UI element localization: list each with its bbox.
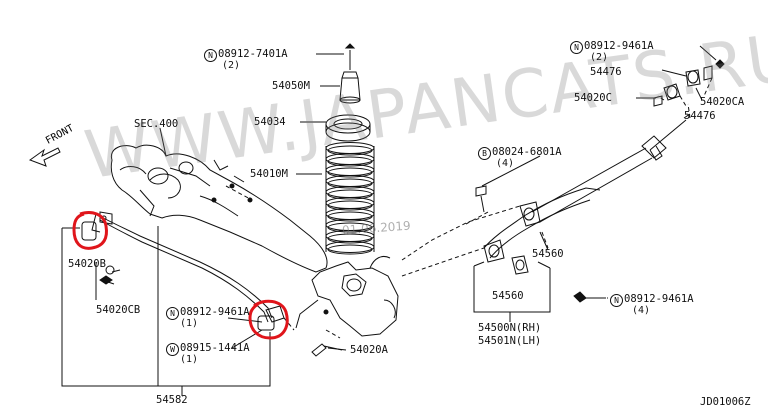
shock-absorber <box>531 113 691 223</box>
part-n-right-bottom-qty: (4) <box>632 305 651 316</box>
part-54476-a: 54476 <box>590 66 622 78</box>
spring-outline <box>325 146 375 252</box>
bolt-08024 <box>475 185 487 213</box>
part-n-mid-qty: (1) <box>180 318 199 329</box>
bracket-54500n <box>473 261 551 322</box>
spring-coil-inner <box>327 156 373 167</box>
part-54020b: 54020B <box>68 258 106 270</box>
bracket-54582 <box>61 226 271 396</box>
washer-symbol-icon: W <box>166 343 179 356</box>
part-54501n: 54501N(LH) <box>478 335 542 347</box>
sec-label: SEC.400 <box>134 118 179 130</box>
bolt-symbol-icon: B <box>478 147 491 160</box>
spring-coil-inner <box>327 200 373 211</box>
bump-stop <box>339 43 361 104</box>
part-54560-a: 54560 <box>532 248 564 260</box>
spring-coil-inner <box>327 222 373 233</box>
part-b-bolt-qty: (4) <box>496 158 515 169</box>
rear-knuckle <box>295 255 399 337</box>
part-54020ca: 54020CA <box>700 96 745 108</box>
nut-symbol-icon: N <box>570 41 583 54</box>
spring-coil-inner <box>327 145 373 156</box>
coil-spring <box>325 142 375 255</box>
spring-seat <box>325 114 371 142</box>
part-54020a: 54020A <box>350 344 388 356</box>
spring-coil-inner <box>327 211 373 222</box>
part-54582: 54582 <box>156 394 188 406</box>
differential-housing <box>110 144 328 273</box>
sec-leader <box>159 127 167 157</box>
front-arrow-icon <box>28 147 61 167</box>
part-54020cb: 54020CB <box>96 304 141 316</box>
highlight-marks <box>72 211 289 340</box>
spring-coil-inner <box>327 178 373 189</box>
part-54034: 54034 <box>254 116 286 128</box>
nut-symbol-icon: N <box>166 307 179 320</box>
part-n-top-qty: (2) <box>222 60 241 71</box>
nut-symbol-icon: N <box>610 294 623 307</box>
part-54476-b: 54476 <box>684 110 716 122</box>
dashed-guides <box>225 77 713 339</box>
diagram-code: JD01006Z <box>700 396 751 408</box>
part-54560-b: 54560 <box>492 290 524 302</box>
highlight-left-bushing <box>72 211 108 250</box>
spring-coil-inner <box>327 233 373 244</box>
spring-coil-inner <box>327 167 373 178</box>
trailing-arm <box>483 187 601 275</box>
spring-coil-inner <box>327 189 373 200</box>
bushing-left <box>81 211 113 241</box>
part-54010m: 54010M <box>250 168 288 180</box>
part-54500n: 54500N(RH) <box>478 322 542 334</box>
bolt-54020a <box>311 343 343 357</box>
part-54050m: 54050M <box>272 80 310 92</box>
spring-coil-inner <box>327 244 373 255</box>
highlight-right-bushing <box>248 299 289 340</box>
nut-right-bottom <box>573 291 587 303</box>
part-n-right-top-qty: (2) <box>590 52 609 63</box>
part-54020c: 54020C <box>574 92 612 104</box>
part-w-mid-qty: (1) <box>180 354 199 365</box>
nut-symbol-icon: N <box>204 49 217 62</box>
